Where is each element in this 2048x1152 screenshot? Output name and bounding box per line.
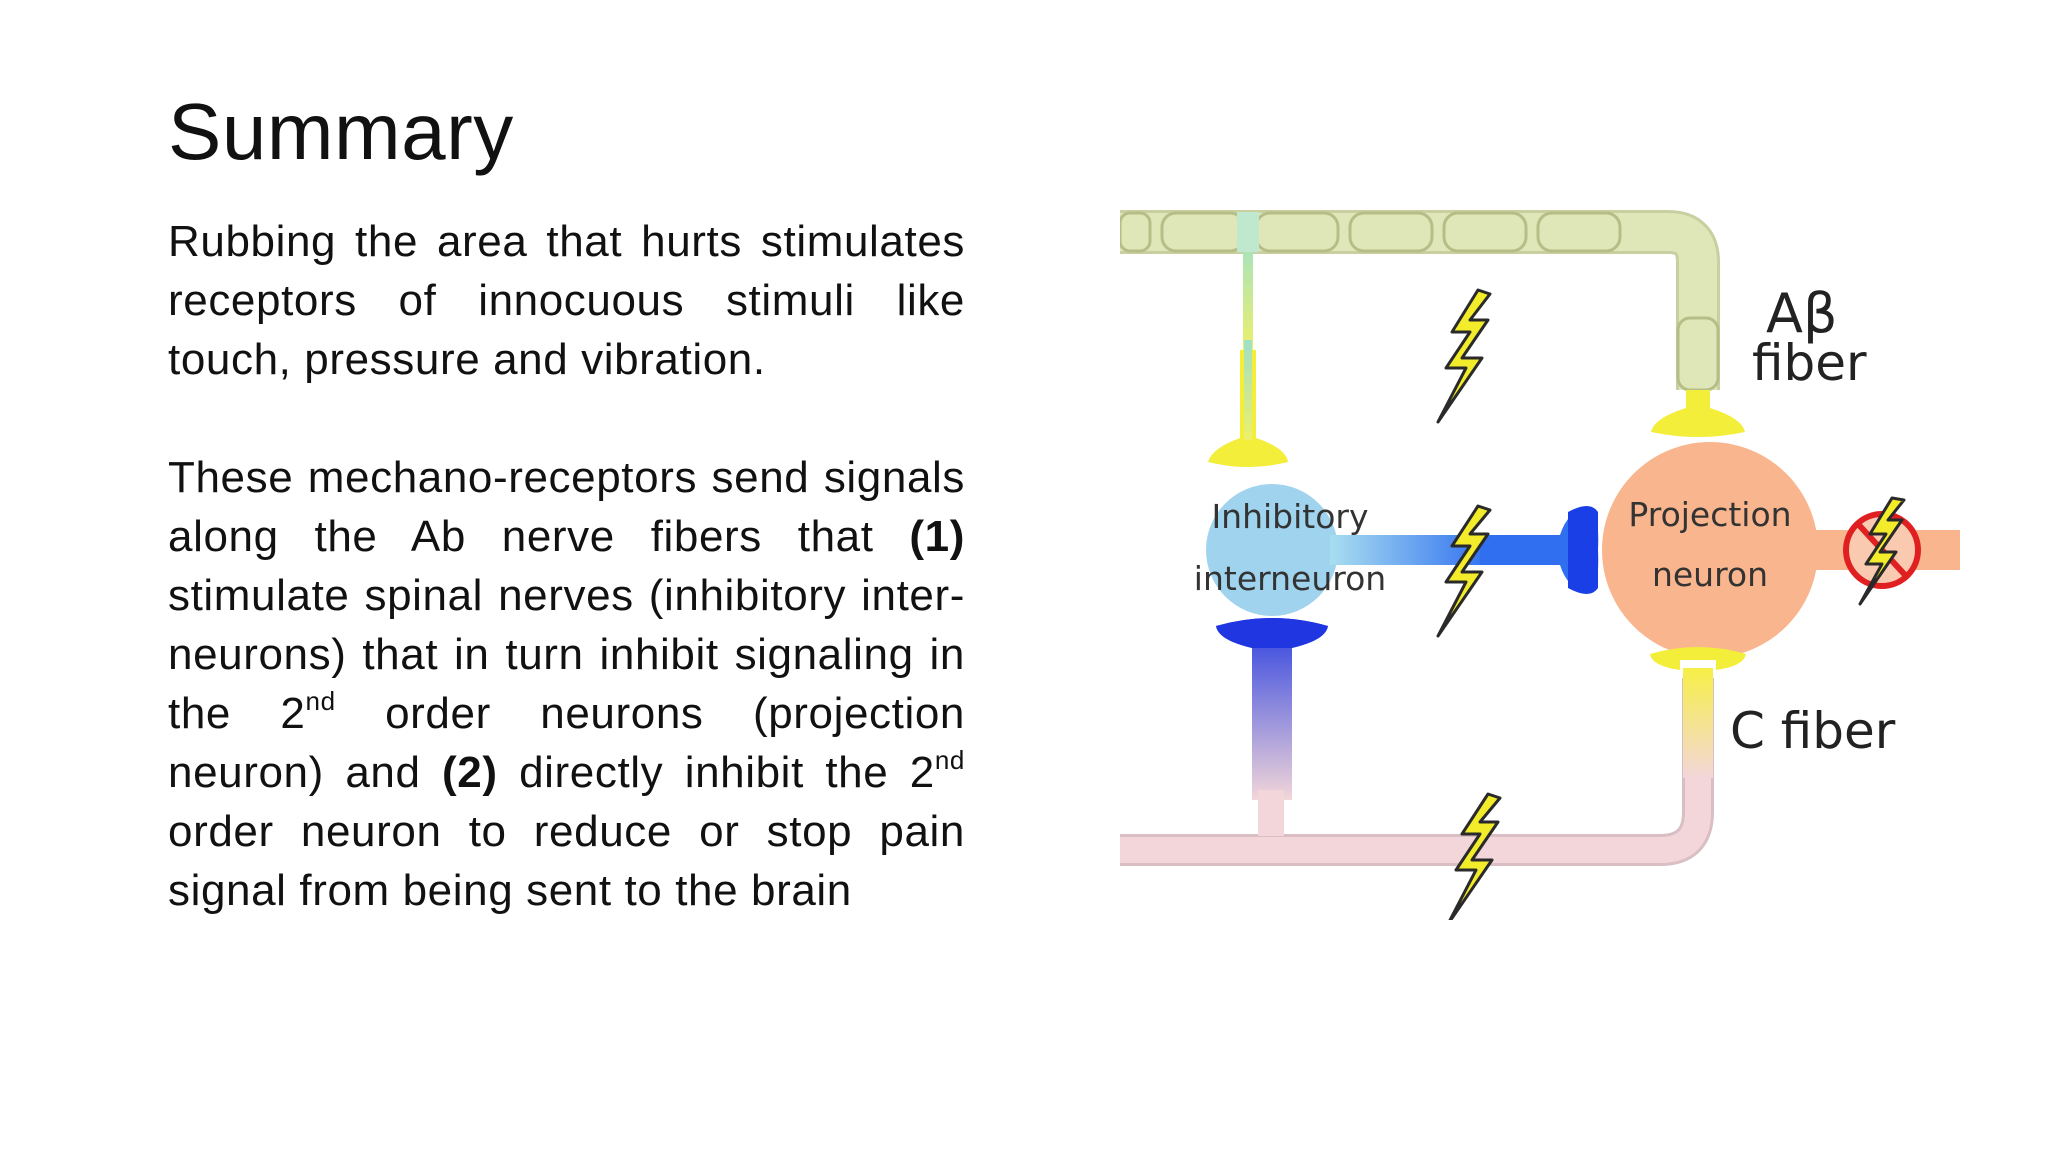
c-fiber-label: C fiber (1730, 702, 1896, 760)
lightning-icon (1436, 504, 1492, 638)
gate-control-diagram: Inhibitory interneuron Projection neuron… (1120, 210, 1960, 920)
paragraph-2: These mechano-receptors send signals alo… (168, 448, 965, 920)
paragraph-2-text: directly inhibit the 2 (497, 748, 935, 797)
marker-1: (1) (909, 512, 965, 561)
abeta-label-line2: fiber (1752, 334, 1867, 392)
paragraph-2-text: order neurons (projection neuron) and (168, 689, 965, 797)
paragraph-2-text: stimulate spinal nerves (inhibitory inte… (168, 571, 965, 738)
inhibitory-interneuron (1206, 484, 1599, 800)
projection-neuron (1602, 442, 1960, 658)
summary-text: Rubbing the area that hurts stimulates r… (168, 212, 965, 920)
paragraph-2-text: These mechano-receptors send signals alo… (168, 453, 965, 561)
abeta-label-line1: Aβ (1766, 282, 1837, 345)
inhibitory-label-line2: interneuron (1194, 559, 1386, 598)
paragraph-2-text: order neuron to reduce or stop pain sign… (168, 807, 965, 915)
lightning-icon (1448, 792, 1502, 920)
abeta-fiber (1120, 210, 1745, 467)
paragraph-1: Rubbing the area that hurts stimulates r… (168, 217, 965, 384)
inhibitory-label-line1: Inhibitory (1211, 497, 1368, 536)
marker-2: (2) (442, 748, 498, 797)
superscript: nd (305, 686, 336, 716)
slide-title: Summary (168, 87, 514, 176)
blocked-icon (1843, 496, 1921, 606)
lightning-icon (1436, 288, 1492, 424)
projection-label-line1: Projection (1628, 495, 1791, 534)
superscript: nd (934, 745, 965, 775)
c-fiber (1120, 647, 1746, 866)
projection-label-line2: neuron (1652, 555, 1768, 594)
